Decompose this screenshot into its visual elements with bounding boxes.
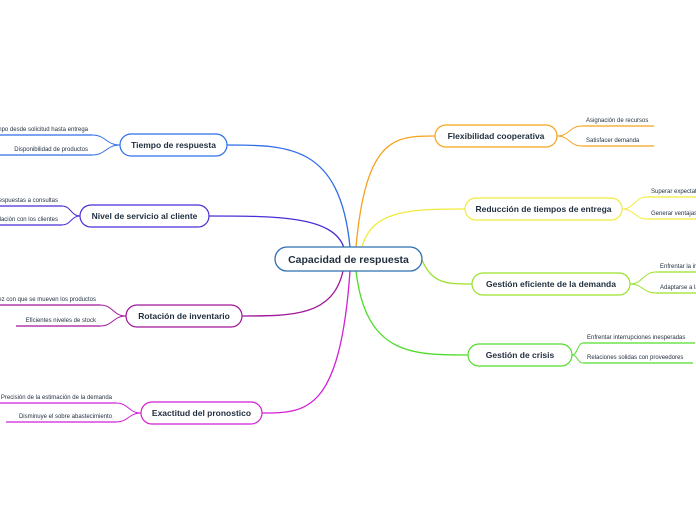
- branch-connector: [208, 215, 345, 249]
- branch-connector: [355, 270, 469, 356]
- topic-box: [467, 343, 573, 367]
- subtopic-connector: [61, 205, 81, 217]
- subtopic-label: Eficientes niveles de stock: [26, 318, 97, 324]
- topic-box: [464, 197, 623, 221]
- subtopic-label: Disminuye el sobre abastecimiento: [19, 414, 113, 420]
- topic-label: Tiempo de respuesta: [131, 140, 216, 150]
- topic-box: [125, 304, 243, 328]
- subtopic-item[interactable]: Relaciones solidas con proveedores: [571, 354, 693, 364]
- subtopic-connector: [61, 215, 81, 226]
- subtopic-connector: [115, 412, 142, 423]
- subtopic-item[interactable]: Enfrentar la incertidumbre: [629, 264, 696, 285]
- topic-label: Gestión de crisis: [486, 350, 555, 360]
- subtopic-connector: [99, 304, 127, 317]
- subtopic-connector: [91, 134, 121, 146]
- topic-node[interactable]: Flexibilidad cooperativa: [434, 124, 558, 148]
- subtopic-item[interactable]: Precisión de la estimación de la demanda: [0, 395, 142, 414]
- subtopic-item[interactable]: Eficientes niveles de stock: [16, 315, 127, 327]
- subtopic-connector: [571, 354, 584, 364]
- topic-node[interactable]: Gestión eficiente de la demanda: [471, 272, 631, 296]
- central-topic[interactable]: Capacidad de respuesta: [274, 246, 423, 272]
- subtopic-label: Enfrentar la incertidumbre: [660, 264, 696, 270]
- subtopic-label: Disponibilidad de productos: [14, 147, 88, 153]
- subtopic-item[interactable]: Adaptarse a la demanda: [629, 283, 696, 294]
- topic-label: Flexibilidad cooperativa: [448, 131, 545, 141]
- subtopic-item[interactable]: Satisfacer demanda: [556, 135, 654, 147]
- subtopic-connector: [556, 135, 583, 147]
- subtopic-connector: [115, 402, 142, 414]
- subtopic-connector: [621, 196, 648, 210]
- subtopic-label: Tiempo desde solicitud hasta entrega: [0, 127, 89, 133]
- branch-connector: [241, 270, 344, 317]
- subtopic-label: Rapidez con que se mueven los productos: [0, 297, 96, 303]
- branch-connector: [355, 135, 436, 248]
- topic-node[interactable]: Rotación de inventario: [125, 304, 243, 328]
- topic-label: Exactitud del pronostico: [152, 408, 251, 418]
- subtopics-layer: Tiempo desde solicitud hasta entregaDisp…: [0, 118, 696, 423]
- subtopic-item[interactable]: Enfrentar interrupciones inesperadas: [571, 335, 695, 356]
- subtopic-item[interactable]: Tiempo desde solicitud hasta entrega: [0, 127, 121, 146]
- subtopic-label: Relación con los clientes: [0, 217, 58, 223]
- topic-box: [119, 133, 228, 157]
- subtopic-label: Superar expectativas: [651, 189, 696, 195]
- subtopic-connector: [99, 315, 127, 327]
- topic-label: Rotación de inventario: [138, 311, 230, 321]
- subtopic-item[interactable]: Superar expectativas: [621, 189, 696, 210]
- connectors-layer: [208, 135, 473, 414]
- topic-node[interactable]: Nivel de servicio al cliente: [79, 204, 210, 228]
- subtopic-item[interactable]: Disminuye el sobre abastecimiento: [6, 412, 142, 423]
- subtopic-item[interactable]: Disponibilidad de productos: [0, 144, 121, 156]
- central-topic-label: Capacidad de respuesta: [288, 254, 409, 266]
- subtopic-connector: [571, 342, 584, 356]
- branch-connector: [261, 270, 351, 414]
- subtopic-item[interactable]: Generar ventajas: [621, 208, 696, 220]
- subtopic-connector: [629, 271, 657, 285]
- subtopic-connector: [621, 208, 648, 220]
- topic-label: Nivel de servicio al cliente: [92, 211, 198, 221]
- topic-node[interactable]: Reducción de tiempos de entrega: [464, 197, 623, 221]
- subtopic-label: Generar ventajas: [651, 211, 696, 217]
- subtopic-connector: [556, 125, 583, 137]
- subtopic-label: Precisión de la estimación de la demanda: [1, 395, 113, 401]
- subtopic-connector: [629, 283, 657, 294]
- topic-label: Reducción de tiempos de entrega: [475, 204, 611, 214]
- topic-node[interactable]: Exactitud del pronostico: [140, 401, 263, 425]
- topic-box: [140, 401, 263, 425]
- central-topic-box: [274, 246, 423, 272]
- branch-connector: [361, 208, 466, 248]
- subtopic-label: Respuestas a consultas: [0, 198, 58, 204]
- subtopic-label: Asignación de recursos: [586, 118, 648, 124]
- subtopic-item[interactable]: Rapidez con que se mueven los productos: [0, 297, 127, 317]
- topic-box: [434, 124, 558, 148]
- subtopic-connector: [91, 144, 121, 156]
- subtopic-label: Satisfacer demanda: [586, 138, 640, 144]
- topic-label: Gestión eficiente de la demanda: [486, 279, 616, 289]
- subtopic-label: Relaciones solidas con proveedores: [587, 355, 683, 361]
- subtopic-label: Adaptarse a la demanda: [660, 285, 696, 291]
- subtopic-item[interactable]: Respuestas a consultas: [0, 198, 81, 217]
- topic-node[interactable]: Tiempo de respuesta: [119, 133, 228, 157]
- branch-connector: [421, 259, 473, 285]
- subtopic-label: Enfrentar interrupciones inesperadas: [587, 335, 685, 341]
- topic-node[interactable]: Gestión de crisis: [467, 343, 573, 367]
- topic-box: [79, 204, 210, 228]
- branch-connector: [226, 144, 351, 248]
- topic-box: [471, 272, 631, 296]
- subtopic-item[interactable]: Asignación de recursos: [556, 118, 654, 137]
- subtopic-item[interactable]: Relación con los clientes: [0, 215, 81, 226]
